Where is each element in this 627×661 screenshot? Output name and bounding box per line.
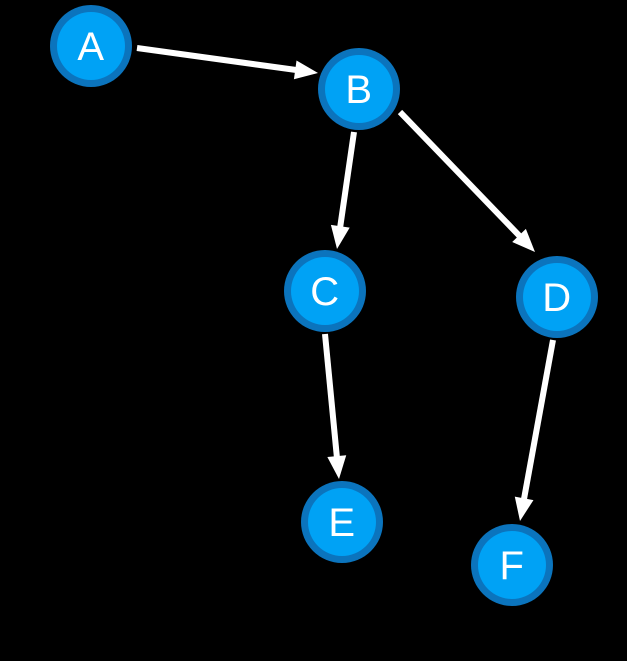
- node-label: A: [77, 25, 104, 69]
- graph-node-e[interactable]: E: [301, 481, 383, 563]
- edges-layer: [136, 45, 556, 521]
- arrowhead-icon: [512, 228, 535, 252]
- graph-edge-b-c: [330, 131, 357, 249]
- node-fill: [478, 531, 546, 599]
- graph-node-c[interactable]: C: [284, 250, 366, 332]
- node-fill: [523, 263, 591, 331]
- node-fill: [308, 488, 376, 556]
- node-label: C: [310, 270, 339, 314]
- graph-edge-a-b: [136, 45, 318, 80]
- arrowhead-icon: [514, 496, 534, 521]
- node-label: B: [345, 68, 372, 112]
- graph-edge-c-e: [322, 333, 347, 479]
- graph-edge-d-f: [514, 339, 556, 521]
- node-label: F: [500, 544, 525, 588]
- graph-node-f[interactable]: F: [471, 524, 553, 606]
- nodes-layer: A B C D E F: [50, 5, 598, 606]
- graph-node-b[interactable]: B: [318, 48, 400, 130]
- node-fill: [57, 12, 125, 80]
- edge-line: [337, 131, 357, 229]
- node-label: D: [542, 276, 571, 320]
- arrowhead-icon: [330, 224, 350, 249]
- edge-line: [322, 333, 340, 459]
- graph-edge-b-d: [397, 109, 535, 252]
- arrowhead-icon: [327, 455, 347, 479]
- graph-node-a[interactable]: A: [50, 5, 132, 87]
- node-fill: [325, 55, 393, 123]
- node-fill: [291, 257, 359, 325]
- edge-line: [136, 45, 298, 74]
- graph-node-d[interactable]: D: [516, 256, 598, 338]
- edge-line: [520, 339, 556, 501]
- edge-line: [397, 109, 523, 239]
- node-label: E: [328, 501, 355, 545]
- arrowhead-icon: [293, 60, 318, 80]
